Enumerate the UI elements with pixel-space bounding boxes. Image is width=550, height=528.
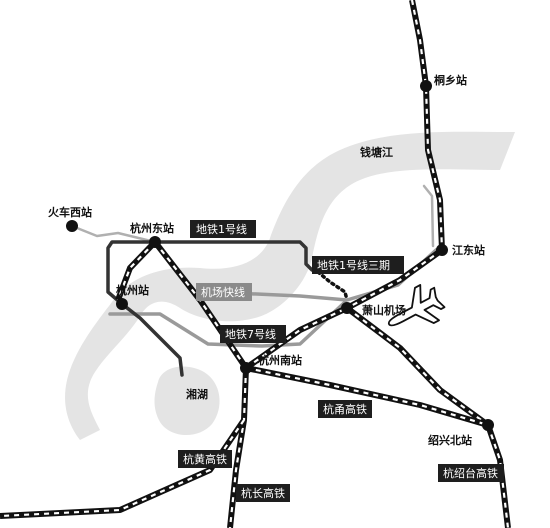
airplane-icon	[387, 284, 446, 327]
tag-hanghuang-hsr: 杭黄高铁	[178, 450, 232, 468]
station-label-hangzhou: 杭州站	[116, 283, 149, 297]
lake-label: 湘湖	[186, 387, 208, 401]
svg-text:地铁1号线: 地铁1号线	[196, 222, 247, 236]
tag-hangchang-hsr: 杭长高铁	[236, 484, 290, 502]
svg-text:机场快线: 机场快线	[201, 285, 245, 299]
tag-airport-express: 机场快线	[196, 283, 252, 301]
svg-text:杭长高铁: 杭长高铁	[241, 486, 285, 500]
station-dot-huochexi[interactable]	[66, 220, 78, 232]
station-label-tongxiang: 桐乡站	[434, 73, 467, 87]
connector-jiangdong	[422, 184, 435, 248]
tag-hangshaotai-hsr: 杭绍台高铁	[438, 464, 504, 482]
svg-text:地铁1号线三期: 地铁1号线三期	[317, 258, 390, 272]
svg-text:地铁7号线: 地铁7号线	[225, 327, 276, 341]
svg-text:杭黄高铁: 杭黄高铁	[183, 452, 227, 466]
metro-line-7	[108, 300, 347, 348]
svg-text:杭绍台高铁: 杭绍台高铁	[443, 466, 498, 480]
tag-metro-7: 地铁7号线	[220, 325, 286, 343]
station-dot-jiangdong[interactable]	[436, 244, 448, 256]
tag-metro-1: 地铁1号线	[190, 220, 256, 238]
station-label-shaoxingbei: 绍兴北站	[428, 433, 472, 447]
station-label-huochexi: 火车西站	[48, 205, 92, 219]
connector-huochexi	[70, 224, 157, 244]
station-label-xiaoshan-airport: 萧山机场	[362, 303, 406, 317]
station-dot-shaoxingbei[interactable]	[482, 419, 494, 431]
station-label-hangzhounan: 杭州南站	[258, 353, 302, 367]
svg-text:杭甬高铁: 杭甬高铁	[323, 402, 367, 416]
station-label-jiangdong: 江东站	[452, 243, 485, 257]
station-dot-hangzhou[interactable]	[116, 298, 128, 310]
station-label-hangzhoudong: 杭州东站	[130, 221, 174, 235]
station-dot-hangzhounan[interactable]	[240, 362, 252, 374]
station-dot-hangzhoudong[interactable]	[149, 236, 161, 248]
station-dot-tongxiang[interactable]	[420, 80, 432, 92]
river-qiantang	[65, 131, 516, 440]
metro-line-1-phase3	[316, 270, 349, 302]
lake-xianghu	[154, 366, 220, 436]
tag-metro-1-phase3: 地铁1号线三期	[312, 256, 404, 274]
station-dot-xiaoshan-airport[interactable]	[341, 302, 353, 314]
river-label: 钱塘江	[360, 145, 393, 159]
tag-hangyong-hsr: 杭甬高铁	[318, 400, 372, 418]
